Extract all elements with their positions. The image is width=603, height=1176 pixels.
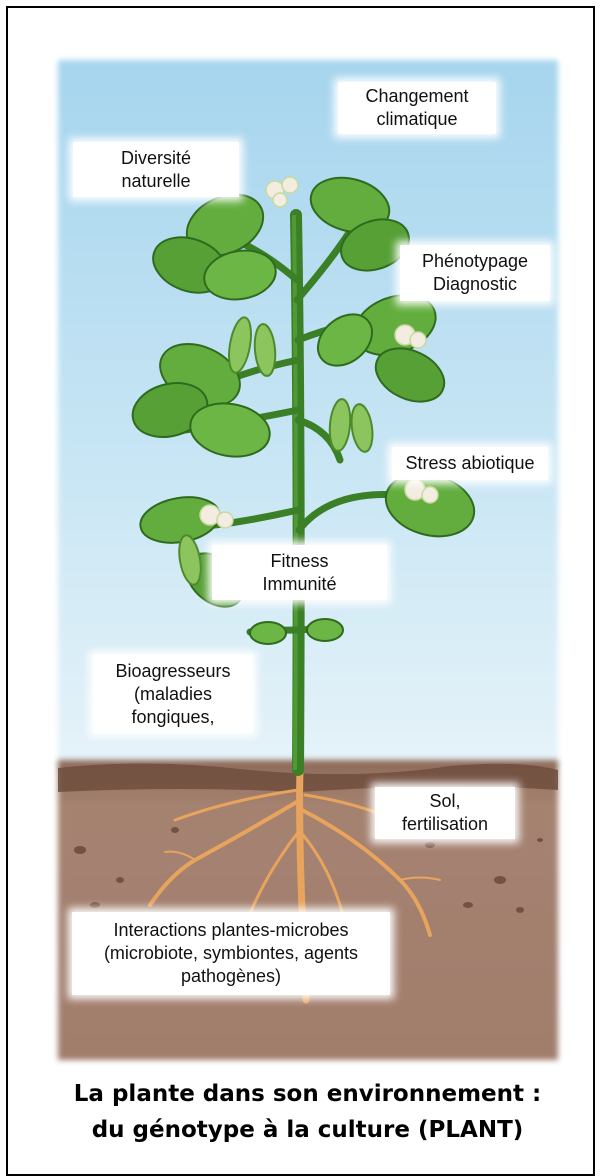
label-pests: Bioagresseurs (maladies fongiques,: [93, 655, 253, 733]
label-soil-fertilisation: Sol, fertilisation: [375, 787, 515, 839]
label-abiotic-stress: Stress abiotique: [392, 447, 548, 480]
label-phenotyping-diagnostic: Phénotypage Diagnostic: [400, 245, 550, 301]
label-fitness-immunity: Fitness Immunité: [212, 545, 387, 600]
label-climate-change: Changement climatique: [338, 82, 496, 134]
figure-caption: La plante dans son environnement : du gé…: [20, 1076, 595, 1148]
label-natural-diversity: Diversité naturelle: [73, 142, 239, 197]
label-plant-microbe-interactions: Interactions plantes-microbes (microbiot…: [72, 912, 390, 995]
